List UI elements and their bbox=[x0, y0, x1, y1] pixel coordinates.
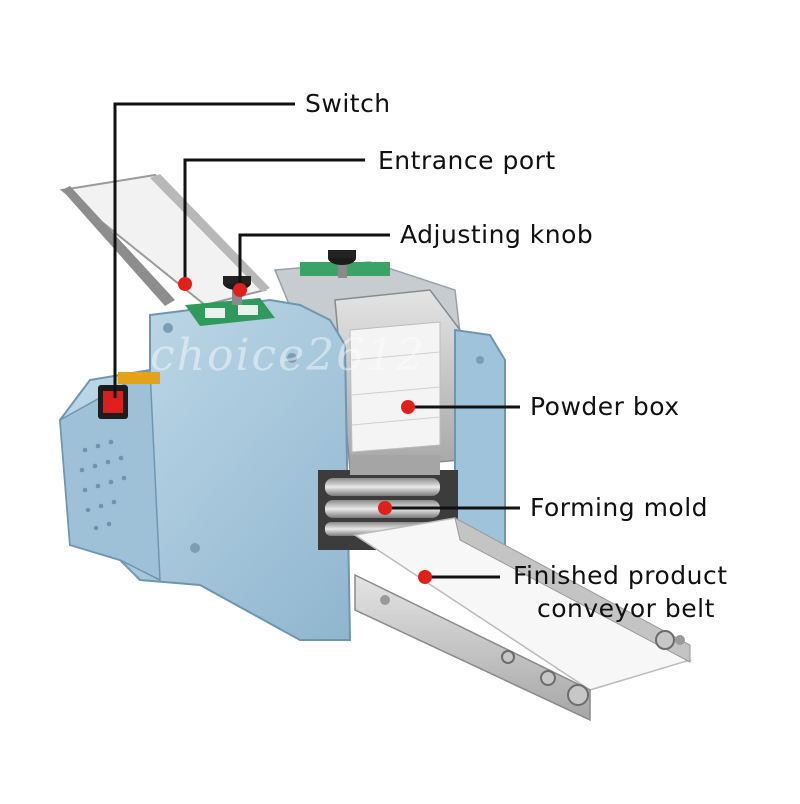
marker-conveyor bbox=[418, 570, 432, 584]
conveyor-belt bbox=[352, 517, 692, 722]
adjusting-knob-rear bbox=[328, 250, 356, 278]
marker-switch bbox=[108, 398, 122, 412]
leader-switch bbox=[113, 102, 295, 405]
control-panel bbox=[185, 298, 275, 326]
label-powder-box: Powder box bbox=[530, 392, 680, 421]
label-conveyor-line2: conveyor belt bbox=[537, 594, 715, 623]
label-switch: Switch bbox=[305, 89, 391, 118]
marker-dots bbox=[108, 277, 432, 584]
marker-powder-box bbox=[401, 400, 415, 414]
leader-entrance-port bbox=[183, 158, 365, 284]
label-conveyor-line1: Finished product bbox=[513, 561, 728, 590]
label-entrance-port: Entrance port bbox=[378, 146, 556, 175]
leader-adjusting-knob bbox=[238, 233, 390, 290]
marker-forming-mold bbox=[378, 501, 392, 515]
label-forming-mold: Forming mold bbox=[530, 493, 709, 522]
leader-lines bbox=[113, 102, 520, 579]
marker-entrance-port bbox=[178, 277, 192, 291]
label-adjusting-knob: Adjusting knob bbox=[400, 220, 594, 249]
watermark-text: choice2612 bbox=[150, 330, 427, 381]
marker-adjusting-knob bbox=[233, 283, 247, 297]
powder-box bbox=[334, 289, 461, 471]
